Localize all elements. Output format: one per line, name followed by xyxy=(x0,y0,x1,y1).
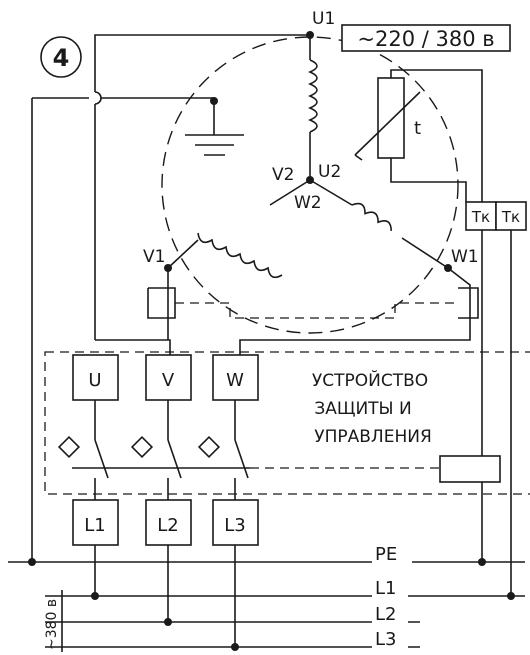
label-u2: U2 xyxy=(318,162,341,182)
winding-v-lead-bottom xyxy=(167,239,199,269)
contact-u-actuator xyxy=(57,435,81,459)
winding-w-lead-top xyxy=(309,179,353,206)
stator-bracket-left xyxy=(147,287,176,319)
winding-v-lead-top xyxy=(269,179,311,206)
supply-voltage-label: ~220 / 380 в xyxy=(357,27,494,51)
bus-label-l1: L1 xyxy=(375,578,396,599)
bus-label-l3-bg xyxy=(372,628,408,654)
input-label-l3: L3 xyxy=(224,515,245,536)
diagram-number: 4 xyxy=(53,44,70,72)
output-box-u xyxy=(72,354,119,401)
device-title-line-2: ЗАЩИТЫ И xyxy=(314,399,411,419)
thermistor-body xyxy=(377,77,405,159)
device-title-line-3: УПРАВЛЕНИЯ xyxy=(314,427,432,447)
junction-l3 xyxy=(231,643,239,651)
motor-housing-outline xyxy=(161,36,459,334)
tk-label-2: Тк xyxy=(501,208,520,226)
bus-label-l2: L2 xyxy=(375,604,396,625)
bus-label-l3: L3 xyxy=(375,629,396,650)
contact-v-blade xyxy=(167,439,182,479)
thermistor-label: t xyxy=(414,118,421,139)
thermistor-wire-top xyxy=(390,69,483,202)
winding-w-lead-bottom xyxy=(401,237,449,269)
label-w2: W2 xyxy=(294,193,322,213)
bus-label-l2-bg xyxy=(372,603,408,629)
wire-w1-route xyxy=(239,267,471,355)
contact-v-actuator xyxy=(130,435,154,459)
label-w1: W1 xyxy=(451,247,479,267)
diagram-number-badge xyxy=(40,36,82,78)
contact-u-blade xyxy=(94,439,109,479)
wire-hop xyxy=(94,91,102,105)
input-label-l2: L2 xyxy=(157,515,178,536)
thermistor-arrow-tick xyxy=(354,154,363,161)
output-label-v: V xyxy=(162,370,175,391)
label-v2: V2 xyxy=(272,165,294,185)
winding-w-coil xyxy=(351,202,392,231)
tk-box-1 xyxy=(465,201,497,231)
output-box-v xyxy=(145,354,192,401)
bus-label-l1-bg xyxy=(372,577,408,603)
control-device-boundary xyxy=(44,351,530,495)
contact-w-actuator xyxy=(197,435,221,459)
input-box-l3 xyxy=(212,499,259,546)
input-box-l1 xyxy=(72,499,119,546)
relay-coil xyxy=(439,455,501,483)
wire-u1-top xyxy=(94,34,310,92)
junction-pe-right xyxy=(478,558,486,566)
bus-label-pe-bg xyxy=(372,543,412,569)
junction-l2 xyxy=(164,618,172,626)
thermistor-wire-bottom xyxy=(390,158,467,202)
output-label-u: U xyxy=(88,370,101,391)
bus-voltage-label: ~380 в xyxy=(44,599,60,650)
junction-pe-left xyxy=(28,558,36,566)
winding-v-coil xyxy=(197,232,283,279)
label-v1: V1 xyxy=(143,247,165,267)
device-title-line-1: УСТРОЙСТВО xyxy=(312,369,428,391)
junction-l1-right xyxy=(507,592,515,600)
supply-voltage-box xyxy=(341,24,511,52)
wire-u-to-v-jog xyxy=(95,339,171,355)
thermistor-arrow xyxy=(354,91,421,156)
contact-w-blade xyxy=(234,439,249,479)
stator-dashed-path xyxy=(175,302,458,319)
label-u1: U1 xyxy=(312,9,335,29)
stator-bracket-right xyxy=(458,287,479,319)
tk-label-1: Тк xyxy=(471,208,490,226)
output-label-w: W xyxy=(226,370,244,391)
bus-label-pe: PE xyxy=(375,544,397,565)
input-label-l1: L1 xyxy=(84,515,105,536)
junction-l1 xyxy=(91,592,99,600)
output-box-w xyxy=(212,354,259,401)
input-box-l2 xyxy=(145,499,192,546)
winding-u-coil xyxy=(307,59,318,133)
